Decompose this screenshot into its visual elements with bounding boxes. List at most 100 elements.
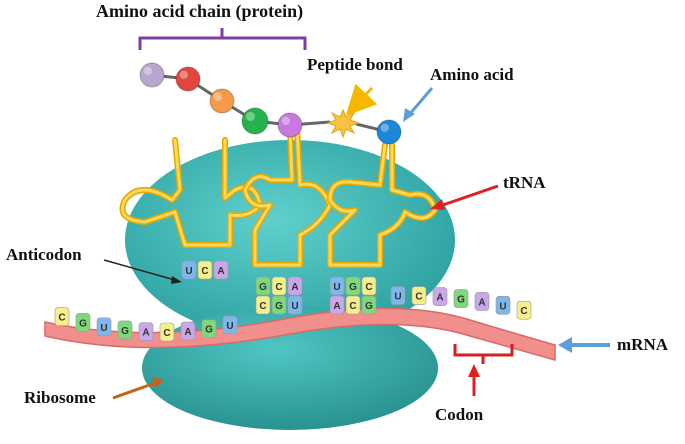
- codon-0-base-2-tile: [287, 295, 303, 315]
- anticodon-arrow: [103, 259, 182, 284]
- mrna-base-20-tile: [474, 292, 490, 311]
- mrna-base-4-tile: [138, 322, 154, 341]
- mrna-base-2-tile: [96, 317, 112, 337]
- mrna-base-5: C: [163, 328, 170, 339]
- mrna-base-1: G: [79, 318, 87, 329]
- codon-1-base-1-tile: [345, 295, 361, 315]
- amino-acid-1-highlight: [179, 70, 188, 80]
- anticodon-2-base-2-tile: [361, 276, 377, 296]
- anticodon-2-base-0-tile: [329, 276, 345, 296]
- mrna-base-6-tile: [180, 321, 196, 341]
- trna-arrow: [430, 184, 499, 210]
- mrna-strand: [44, 307, 556, 361]
- mrna-base-1-tile: [75, 313, 91, 332]
- anticodon-0-base-1: C: [201, 266, 208, 277]
- peptide-bond-star: [326, 108, 360, 139]
- mrna-label: mRNA: [617, 335, 669, 354]
- chain-label: Amino acid chain (protein): [96, 1, 303, 22]
- mrna-base-0-tile: [54, 307, 70, 326]
- trna-3-inner: [328, 143, 437, 267]
- mrna-base-3: G: [121, 326, 129, 337]
- mrna-base-18-tile: [432, 287, 448, 306]
- mrna-base-22: C: [520, 306, 527, 317]
- mrna-base-21-tile: [495, 296, 511, 315]
- anticodon-2-base-1: G: [349, 282, 357, 293]
- mrna-base-2: U: [100, 323, 107, 334]
- codon-1-base-0-tile: [329, 295, 345, 315]
- anticodon-0-base-2-tile: [213, 260, 229, 280]
- mrna-base-16-tile: [390, 286, 406, 305]
- codon-1-base-2: G: [365, 301, 373, 312]
- amino-acid-5-highlight: [380, 123, 389, 132]
- amino-acid-3: [241, 107, 269, 135]
- trna-label: tRNA: [503, 173, 546, 192]
- trna-2-inner: [243, 126, 332, 267]
- chain-bracket: [138, 28, 307, 50]
- amino-acid-2: [209, 88, 235, 114]
- amino-acid-1: [175, 66, 201, 92]
- amino-acid-chain: [139, 62, 402, 145]
- mrna-base-3-tile: [117, 320, 133, 340]
- amino-acid-label: Amino acid: [430, 65, 514, 84]
- mrna-base-4: A: [142, 328, 149, 339]
- ribosome-label: Ribosome: [24, 388, 96, 407]
- mrna-base-8-tile: [222, 315, 238, 335]
- mrna-base-19-tile: [453, 289, 469, 308]
- codon-arrow: [468, 364, 480, 396]
- mrna-base-7-tile: [201, 319, 217, 338]
- anticodon-label: Anticodon: [6, 245, 82, 264]
- mrna-base-0: C: [58, 313, 65, 324]
- amino-acid-arrow: [403, 87, 434, 122]
- mrna-base-8: U: [226, 321, 233, 332]
- codon-0-base-1-tile: [271, 295, 287, 315]
- amino-acid-0-highlight: [143, 66, 152, 76]
- anticodon-0-base-2: A: [217, 266, 224, 277]
- codon-1-base-1: C: [349, 301, 356, 312]
- anticodon-1-base-2-tile: [287, 276, 303, 296]
- codon-0-base-1: G: [275, 301, 283, 312]
- mrna-base-16: U: [394, 292, 401, 303]
- anticodon-1-base-0-tile: [255, 276, 271, 296]
- codon-bracket: [453, 344, 514, 364]
- mrna-base-21: U: [499, 301, 506, 312]
- anticodon-0-base-0-tile: [181, 260, 197, 280]
- mrna-base-17-tile: [411, 286, 427, 305]
- codon-0-base-0-tile: [255, 295, 271, 315]
- anticodon-1-base-1: C: [275, 282, 282, 293]
- peptide-bond-arrow: [345, 83, 378, 116]
- codon-1-base-2-tile: [361, 295, 377, 315]
- trna-1-inner: [121, 138, 262, 247]
- ribosome-arrow: [112, 377, 164, 400]
- mrna-base-22-tile: [516, 300, 532, 320]
- anticodon-2-base-2: C: [365, 282, 372, 293]
- mrna-arrow: [558, 337, 610, 353]
- amino-acid-2-highlight: [213, 92, 222, 102]
- amino-acid-3-highlight: [245, 111, 255, 121]
- mrna-base-5-tile: [159, 322, 175, 342]
- anticodon-1-base-0: G: [259, 282, 267, 293]
- anticodon-1-base-2: A: [291, 282, 298, 293]
- amino-acid-0: [139, 62, 165, 88]
- codon-0-base-0: C: [259, 301, 266, 312]
- codon-0-base-2: U: [291, 301, 298, 312]
- anticodon-0-base-1-tile: [197, 260, 213, 280]
- amino-acid-4-highlight: [281, 116, 290, 126]
- peptide-bond-label: Peptide bond: [307, 55, 403, 74]
- mrna-base-17: C: [415, 292, 422, 303]
- anticodon-0-base-0: U: [185, 266, 192, 277]
- mrna-base-7: G: [205, 325, 213, 336]
- codon-label: Codon: [435, 405, 484, 424]
- mrna-base-18: A: [436, 293, 443, 304]
- amino-acid-5: [376, 119, 402, 145]
- mrna-base-20: A: [478, 297, 485, 308]
- mrna-base-6: A: [184, 327, 191, 338]
- amino-acid-4: [277, 112, 303, 138]
- anticodon-1-base-1-tile: [271, 276, 287, 296]
- anticodon-2-base-0: U: [333, 282, 340, 293]
- anticodon-2-base-1-tile: [345, 276, 361, 296]
